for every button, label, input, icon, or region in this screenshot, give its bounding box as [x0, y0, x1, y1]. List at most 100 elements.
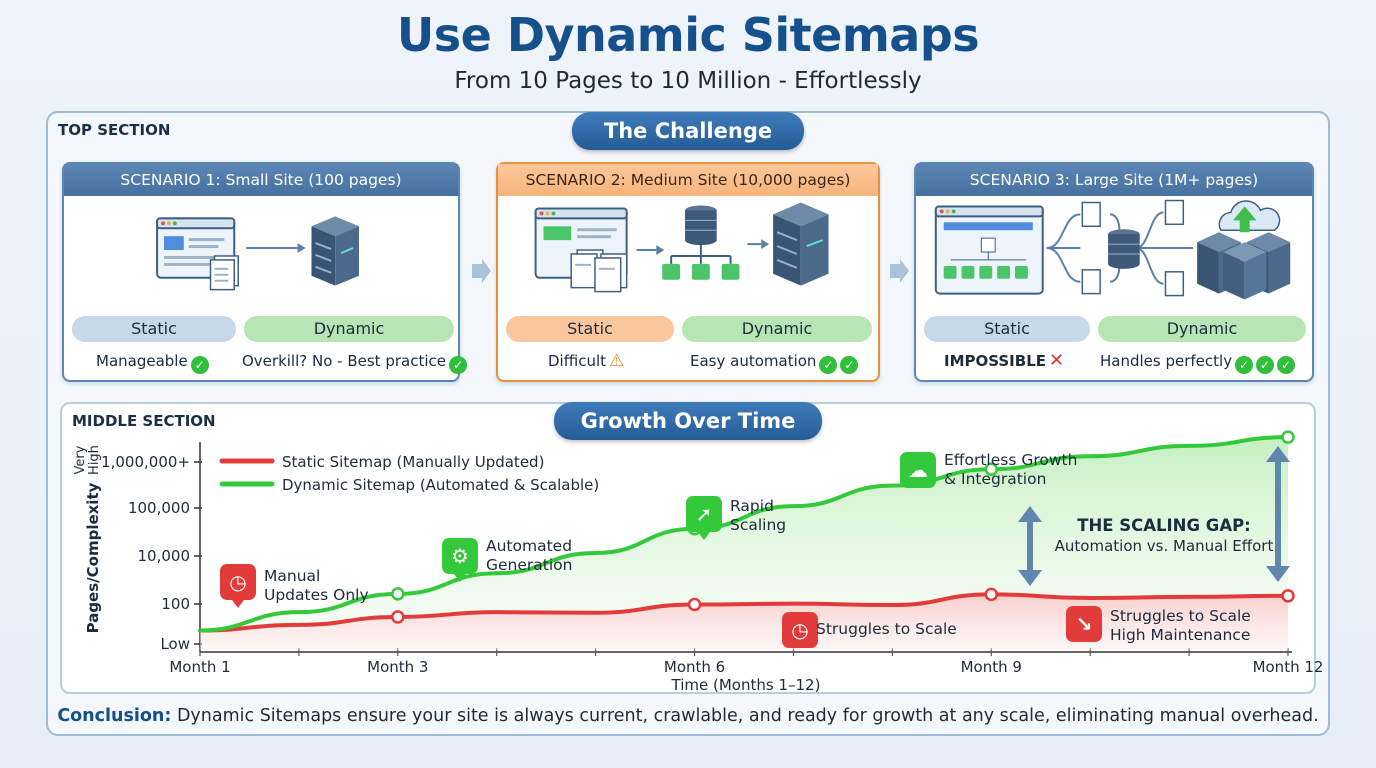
- server-icon: [773, 202, 829, 286]
- server-cluster-cloud-icon: [1197, 200, 1291, 300]
- dynamic-series-line: [198, 435, 1290, 633]
- annotation-manual-updates: Updates Only: [264, 586, 369, 604]
- dynamic-point: [391, 587, 405, 601]
- x-axis-title: Time (Months 1–12): [671, 676, 821, 694]
- scaling-gap-arrow-head-up: [1018, 506, 1042, 522]
- rocket-icon-glyph: ➚: [696, 502, 713, 526]
- clock-icon: [782, 612, 818, 648]
- clock-icon-glyph: ◷: [791, 618, 808, 642]
- check-icon: ✓: [840, 356, 859, 374]
- clock-icon: [220, 564, 256, 600]
- scaling-gap-arrow-head-down: [1018, 570, 1042, 586]
- challenge-banner: The Challenge: [572, 112, 804, 150]
- annotation-automated-generation: Generation: [486, 556, 572, 574]
- conclusion-lead: Conclusion:: [57, 706, 172, 726]
- scenario-1-dynamic-pill: Dynamic: [244, 316, 454, 342]
- x-tick-label: Month 3: [367, 658, 428, 676]
- y-axis-high-label: High: [87, 445, 102, 475]
- dynamic-point: [984, 462, 999, 477]
- scenario-2-title: SCENARIO 2: Medium Site (10,000 pages): [498, 164, 878, 196]
- check-icon: ✓: [448, 356, 467, 374]
- annotation-high-maintenance: High Maintenance: [1110, 626, 1250, 644]
- database-tree-icon: [662, 205, 740, 280]
- scenario-3-static-verdict: IMPOSSIBLE✕: [944, 350, 1065, 371]
- server-icon: [311, 216, 360, 286]
- check-icon: ✓: [819, 356, 838, 374]
- growth-banner: Growth Over Time: [554, 402, 822, 440]
- x-tick-label: Month 1: [169, 658, 230, 676]
- scaling-gap-arrow-right-head-up: [1266, 446, 1290, 462]
- annotation-effortless-growth: Effortless Growth: [944, 451, 1077, 469]
- scenario-3-static-pill: Static: [924, 316, 1090, 342]
- check-icon: ✓: [1256, 356, 1275, 374]
- y-tick-label: Low: [160, 635, 190, 653]
- conclusion-text: Dynamic Sitemaps ensure your site is alw…: [176, 706, 1319, 726]
- x-tick-label: Month 12: [1253, 658, 1324, 676]
- page-subtitle: From 10 Pages to 10 Million - Effortless…: [454, 68, 922, 94]
- large-site-illustration: [934, 199, 1291, 300]
- cross-icon: ✕: [1049, 350, 1065, 371]
- annotation-struggles-to-scale: Struggles to Scale: [816, 620, 957, 638]
- static-point: [1281, 589, 1295, 603]
- document-stack-icon: [570, 249, 628, 293]
- page-title: Use Dynamic Sitemaps: [396, 8, 980, 62]
- scenario-2-static-verdict: Difficult⚠: [548, 351, 625, 371]
- static-series-line: [198, 592, 1290, 633]
- scenario-3-card: SCENARIO 3: Large Site (1M+ pages): [914, 162, 1314, 382]
- static-area: [200, 594, 1288, 650]
- cloud-icon: [900, 452, 936, 488]
- scaling-gap-title: THE SCALING GAP:: [1077, 516, 1251, 535]
- top-section-label: TOP SECTION: [58, 121, 171, 139]
- scaling-gap-subtitle: Automation vs. Manual Effort: [1055, 537, 1274, 555]
- arrow-right-icon: [636, 245, 665, 255]
- dynamic-point: [1281, 430, 1295, 444]
- scenario-2-dynamic-pill: Dynamic: [682, 316, 872, 342]
- arrow-right-icon: [747, 239, 770, 250]
- static-point: [391, 610, 405, 624]
- y-axis-very-label: Very: [73, 445, 88, 474]
- database-icon: [1108, 229, 1140, 269]
- flow-arrow-icon: [472, 259, 491, 283]
- chart-down-icon-glyph: ↘: [1076, 612, 1093, 636]
- rocket-icon: [686, 496, 722, 532]
- scenario-2-dynamic-verdict: Easy automation✓✓: [690, 350, 859, 374]
- document-icon: [1081, 199, 1185, 297]
- y-tick-label: 1,000,000+: [101, 453, 190, 471]
- scenario-2-card: SCENARIO 2: Medium Site (10,000 pages): [496, 162, 880, 382]
- y-tick-label: 100,000: [128, 499, 190, 517]
- scaling-gap-arrow-right-head-down: [1266, 566, 1290, 582]
- scaling-gap-area: [200, 437, 1288, 631]
- legend-dynamic-label: Dynamic Sitemap (Automated & Scalable): [282, 476, 599, 494]
- check-icon: ✓: [1277, 356, 1296, 374]
- annotation-automated-generation: Automated: [486, 537, 572, 555]
- static-point: [687, 597, 702, 612]
- scenario-3-title: SCENARIO 3: Large Site (1M+ pages): [916, 164, 1312, 196]
- middle-section-label: MIDDLE SECTION: [72, 412, 216, 430]
- annotation-rapid-scaling: Rapid: [730, 497, 774, 515]
- browser-icon: [934, 205, 1044, 295]
- annotation-rapid-scaling: Scaling: [730, 516, 786, 534]
- clock-icon-pointer: [232, 600, 244, 608]
- legend-static-label: Static Sitemap (Manually Updated): [282, 453, 544, 471]
- scenario-1-static-verdict: Manageable✓: [96, 350, 209, 374]
- x-tick-label: Month 9: [961, 658, 1022, 676]
- check-icon: ✓: [190, 356, 209, 374]
- scenario-2-static-pill: Static: [506, 316, 674, 342]
- arrow-right-icon: [246, 243, 306, 253]
- conclusion: Conclusion: Dynamic Sitemaps ensure your…: [46, 706, 1330, 726]
- y-tick-label: 10,000: [138, 547, 191, 565]
- gear-icon-glyph: ⚙: [451, 544, 469, 568]
- annotation-manual-updates: Manual: [264, 567, 320, 585]
- medium-site-illustration: [534, 202, 829, 293]
- scenario-3-dynamic-pill: Dynamic: [1098, 316, 1306, 342]
- static-point: [984, 587, 999, 602]
- annotation-effortless-growth: & Integration: [944, 470, 1046, 488]
- scenario-1-title: SCENARIO 1: Small Site (100 pages): [64, 164, 458, 196]
- check-icon: ✓: [1235, 356, 1254, 374]
- y-tick-label: 100: [161, 595, 190, 613]
- annotation-high-maintenance: Struggles to Scale: [1110, 607, 1251, 625]
- document-stack-icon: [209, 255, 239, 291]
- scenario-1-card: SCENARIO 1: Small Site (100 pages): [62, 162, 467, 382]
- gear-icon-pointer: [454, 574, 466, 582]
